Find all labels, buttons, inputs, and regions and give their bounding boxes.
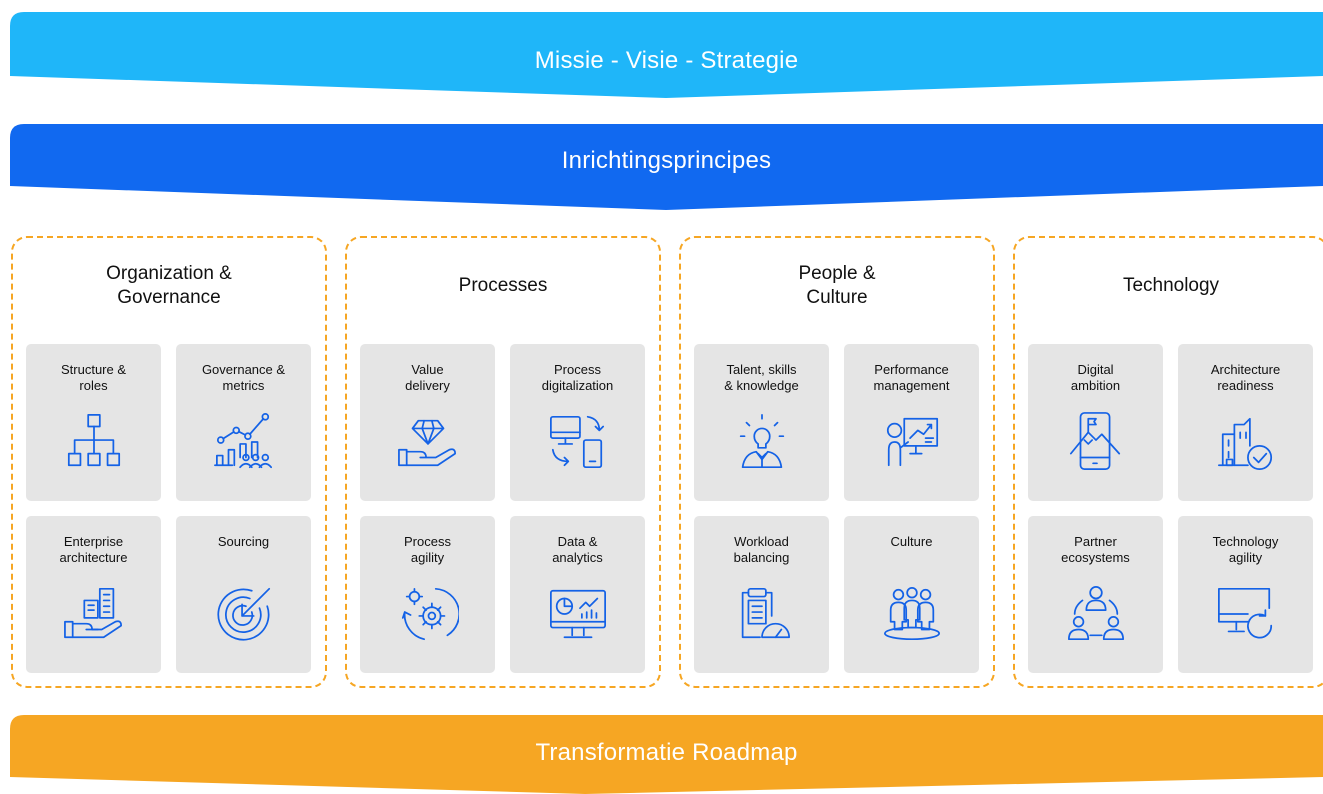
group-title: Processes <box>458 275 548 296</box>
group-technology: Technology Digital ambition Architecture… <box>1013 236 1323 688</box>
card-label: Partner ecosystems <box>1061 534 1130 565</box>
card-label: Governance & metrics <box>201 362 286 393</box>
banner-label: Missie - Visie - Strategie <box>534 47 799 74</box>
card-performance-management[interactable]: Performance management <box>844 344 979 501</box>
card-label: Architecture readiness <box>1210 362 1281 393</box>
card-process-agility[interactable]: Process agility <box>360 516 495 673</box>
card-sourcing[interactable]: Sourcing <box>176 516 311 673</box>
card-data-analytics[interactable]: Data & analytics <box>510 516 645 673</box>
card-label: Process digitalization <box>541 362 614 393</box>
banner-arrow-shape <box>10 124 1323 210</box>
card-label: Enterprise architecture <box>59 534 128 565</box>
group-title: Organization & Governance <box>106 263 232 308</box>
group-title: Technology <box>1122 275 1220 296</box>
group-people-culture: People & Culture Talent, skills & knowle… <box>679 236 995 688</box>
monitor-refresh-icon <box>1218 587 1273 639</box>
card-label: Structure & roles <box>60 362 127 393</box>
person-lightbulb-icon <box>739 414 785 469</box>
card-partner-ecosystems[interactable]: Partner ecosystems <box>1028 516 1163 673</box>
building-check-icon <box>1218 417 1273 470</box>
card-technology-agility[interactable]: Technology agility <box>1178 516 1313 673</box>
card-label: Performance management <box>873 362 950 393</box>
gears-cycle-icon <box>401 587 459 641</box>
card-culture[interactable]: Culture <box>844 516 979 673</box>
analytics-screen-icon <box>550 589 606 639</box>
card-talent-skills-knowledge[interactable]: Talent, skills & knowledge <box>694 344 829 501</box>
card-architecture-readiness[interactable]: Architecture readiness <box>1178 344 1313 501</box>
hand-diamond-icon <box>398 419 456 467</box>
target-arrow-icon <box>217 587 271 641</box>
card-governance-metrics[interactable]: Governance & metrics <box>176 344 311 501</box>
transformation-roadmap-banner: Transformatie Roadmap <box>10 715 1323 794</box>
card-enterprise-architecture[interactable]: Enterprise architecture <box>26 516 161 673</box>
card-label: Talent, skills & knowledge <box>724 362 799 393</box>
banner-arrow-shape <box>10 715 1323 794</box>
monitor-phone-sync-icon <box>550 415 605 469</box>
card-structure-roles[interactable]: Structure & roles <box>26 344 161 501</box>
group-organization-governance: Organization & Governance Structure & ro… <box>11 236 327 688</box>
card-label: Digital ambition <box>1070 362 1121 393</box>
banner-label: Inrichtingsprincipes <box>561 147 772 174</box>
card-label: Process agility <box>404 534 451 565</box>
card-label: Sourcing <box>217 534 270 549</box>
phone-mountain-flag-icon <box>1069 412 1121 470</box>
clipboard-gauge-icon <box>741 587 790 639</box>
banner-label: Transformatie Roadmap <box>535 739 798 766</box>
network-people-icon <box>1068 586 1124 641</box>
card-label: Culture <box>890 534 933 549</box>
card-process-digitalization[interactable]: Process digitalization <box>510 344 645 501</box>
team-people-icon <box>884 586 940 641</box>
banner-arrow-shape <box>10 12 1323 98</box>
design-principles-banner: Inrichtingsprincipes <box>10 124 1323 210</box>
card-digital-ambition[interactable]: Digital ambition <box>1028 344 1163 501</box>
growth-chart-people-icon <box>214 413 272 469</box>
card-label: Workload balancing <box>733 534 790 565</box>
card-workload-balancing[interactable]: Workload balancing <box>694 516 829 673</box>
card-value-delivery[interactable]: Value delivery <box>360 344 495 501</box>
card-label: Technology agility <box>1212 534 1279 565</box>
hand-buildings-icon <box>64 587 122 639</box>
presenter-board-icon <box>886 417 939 467</box>
org-chart-icon <box>67 414 121 467</box>
group-processes: Processes Value delivery Process digital… <box>345 236 661 688</box>
card-label: Data & analytics <box>552 534 603 565</box>
card-label: Value delivery <box>405 362 450 393</box>
mission-vision-strategy-banner: Missie - Visie - Strategie <box>10 12 1323 98</box>
group-title: People & Culture <box>798 263 876 308</box>
